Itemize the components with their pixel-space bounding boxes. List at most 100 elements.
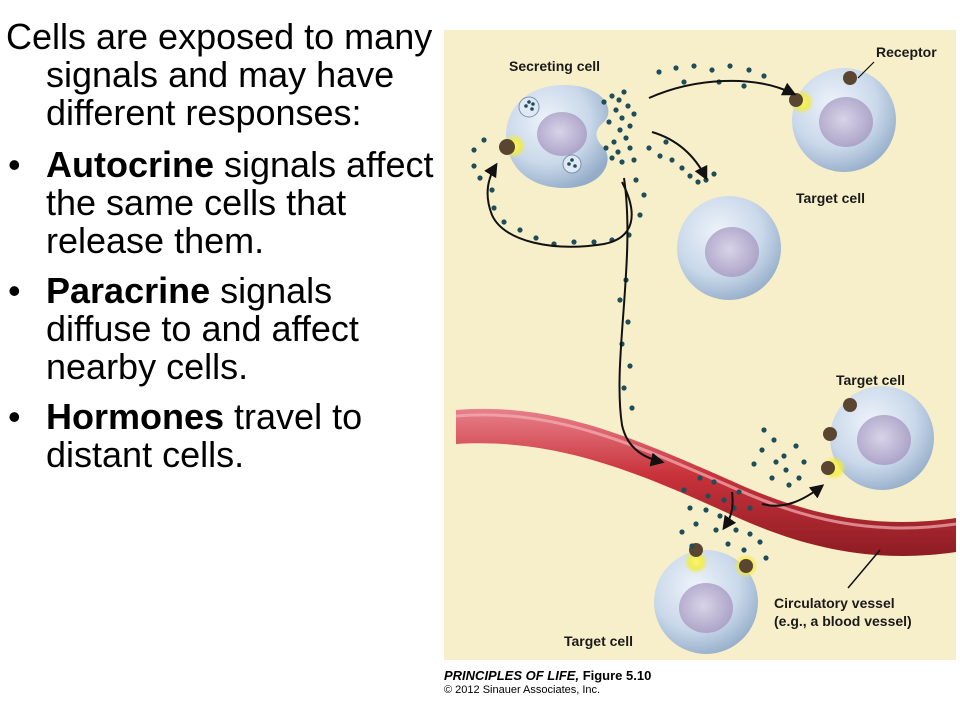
label-secreting-cell: Secreting cell bbox=[509, 58, 600, 74]
bullet-term: Paracrine bbox=[46, 270, 211, 311]
signal-molecule-dot bbox=[533, 235, 539, 241]
target-cell-right bbox=[821, 386, 934, 490]
signal-molecule-dot bbox=[709, 67, 715, 73]
label-target-cell-bottom: Target cell bbox=[564, 633, 633, 649]
signal-molecule-dot bbox=[741, 83, 747, 89]
bullet-paracrine: • Paracrine signals diffuse to and affec… bbox=[6, 272, 446, 386]
signal-molecule-dot bbox=[627, 363, 633, 369]
receptor bbox=[843, 71, 857, 85]
signal-molecule-dot bbox=[669, 157, 675, 163]
signal-molecule-dot bbox=[615, 149, 621, 155]
signal-molecule-dot bbox=[623, 135, 629, 141]
label-target-cell-right: Target cell bbox=[836, 372, 905, 388]
signal-molecule-dot bbox=[786, 482, 792, 488]
signal-molecule-dot bbox=[703, 177, 709, 183]
figure-caption: PRINCIPLES OF LIFE, Figure 5.10 © 2012 S… bbox=[444, 668, 651, 696]
vessel-leader bbox=[847, 549, 881, 589]
signal-molecule-dot bbox=[747, 531, 753, 537]
receptor bbox=[823, 427, 837, 441]
signal-molecule-dot bbox=[613, 107, 619, 113]
bullet-marker: • bbox=[8, 270, 21, 311]
bullet-hormones: • Hormones travel to distant cells. bbox=[6, 398, 446, 474]
cell-signaling-figure: Secreting cell Receptor Target cell Targ… bbox=[444, 30, 956, 660]
arrow-to-right-cell bbox=[761, 484, 825, 507]
signal-molecule-dot bbox=[689, 543, 695, 549]
signal-molecule-dot bbox=[711, 171, 717, 177]
signal-molecule-dot bbox=[631, 157, 637, 163]
caption-copyright: © 2012 Sinauer Associates, Inc. bbox=[444, 684, 601, 696]
signal-molecule-dot bbox=[771, 437, 777, 443]
intro-text: Cells are exposed to many signals and ma… bbox=[6, 16, 433, 133]
bullet-term: Hormones bbox=[46, 396, 225, 437]
signal-molecule-dot bbox=[695, 179, 701, 185]
caption-title: PRINCIPLES OF LIFE, Figure 5.10 bbox=[444, 668, 651, 683]
receptor bbox=[499, 139, 515, 155]
signal-molecule-dot bbox=[471, 147, 477, 153]
signal-molecule-dot bbox=[679, 165, 685, 171]
signal-molecule-dot bbox=[621, 385, 627, 391]
caption-book: PRINCIPLES OF LIFE, bbox=[444, 668, 580, 683]
signal-molecule-dot bbox=[713, 527, 719, 533]
signal-molecule-dot bbox=[621, 89, 627, 95]
signal-molecule-dot bbox=[627, 123, 633, 129]
signal-molecule-dot bbox=[625, 103, 631, 109]
signal-molecule-dot bbox=[663, 139, 669, 145]
label-target-cell-top: Target cell bbox=[796, 190, 865, 206]
bullet-marker: • bbox=[8, 144, 21, 185]
arrow-paracrine-middle bbox=[651, 131, 708, 181]
label-vessel-line1: Circulatory vessel bbox=[774, 595, 895, 611]
receptor bbox=[843, 398, 857, 412]
bullet-term: Autocrine bbox=[46, 144, 215, 185]
target-cell-top bbox=[789, 68, 896, 172]
arrow-hormone bbox=[618, 177, 665, 467]
signal-molecule-dot bbox=[656, 69, 662, 75]
signal-molecule-dot bbox=[489, 187, 495, 193]
bullet-text: travel to distant cells. bbox=[46, 396, 363, 475]
signal-molecule-dot bbox=[625, 319, 631, 325]
signal-molecule-dot bbox=[717, 513, 723, 519]
signal-molecule-dot bbox=[757, 539, 763, 545]
signal-molecule-dot bbox=[727, 63, 733, 69]
signal-molecule-dot bbox=[781, 453, 787, 459]
signal-molecule-dot bbox=[687, 173, 693, 179]
signal-molecule-dot bbox=[759, 447, 765, 453]
bullet-text: signals diffuse to and affect nearby cel… bbox=[46, 270, 359, 387]
receptor bbox=[789, 93, 803, 107]
signal-molecule-dot bbox=[477, 175, 483, 181]
signal-molecule-dot bbox=[571, 239, 577, 245]
signal-molecule-dot bbox=[631, 111, 637, 117]
signal-molecule-dot bbox=[793, 443, 799, 449]
target-cell-bottom bbox=[654, 543, 758, 654]
signal-molecule-dot bbox=[627, 145, 633, 151]
signal-molecule-dot bbox=[491, 205, 497, 211]
signal-molecule-dot bbox=[763, 555, 769, 561]
signal-molecule-dot bbox=[601, 99, 607, 105]
slide-text: Cells are exposed to many signals and ma… bbox=[6, 18, 446, 486]
signal-molecule-dot bbox=[703, 507, 709, 513]
receptor bbox=[821, 461, 835, 475]
signal-molecule-dot bbox=[481, 137, 487, 143]
signal-molecule-dot bbox=[619, 159, 625, 165]
signal-molecule-dot bbox=[471, 163, 477, 169]
signal-arrows bbox=[484, 79, 825, 531]
signal-molecule-dot bbox=[609, 155, 615, 161]
signal-molecule-dot bbox=[629, 405, 635, 411]
bullet-autocrine: • Autocrine signals affect the same cell… bbox=[6, 146, 446, 260]
signal-molecule-dot bbox=[501, 219, 507, 225]
secreting-cell bbox=[499, 85, 609, 188]
signal-molecule-dot bbox=[673, 65, 679, 71]
vessel-highlight bbox=[455, 413, 956, 530]
label-vessel-line2: (e.g., a blood vessel) bbox=[774, 613, 912, 629]
signal-molecule-dot bbox=[769, 475, 775, 481]
signal-molecule-dot bbox=[606, 119, 612, 125]
signal-molecule-dot bbox=[736, 489, 742, 495]
signal-molecule-dot bbox=[609, 93, 615, 99]
signal-molecule-dot bbox=[603, 145, 609, 151]
signal-molecule-dot bbox=[733, 527, 739, 533]
signal-molecule-dot bbox=[721, 497, 727, 503]
signal-molecule-dot bbox=[687, 505, 693, 511]
label-receptor: Receptor bbox=[876, 44, 937, 60]
signal-molecule-dot bbox=[697, 475, 703, 481]
signal-molecule-dot bbox=[617, 297, 623, 303]
signal-molecule-dot bbox=[711, 479, 717, 485]
